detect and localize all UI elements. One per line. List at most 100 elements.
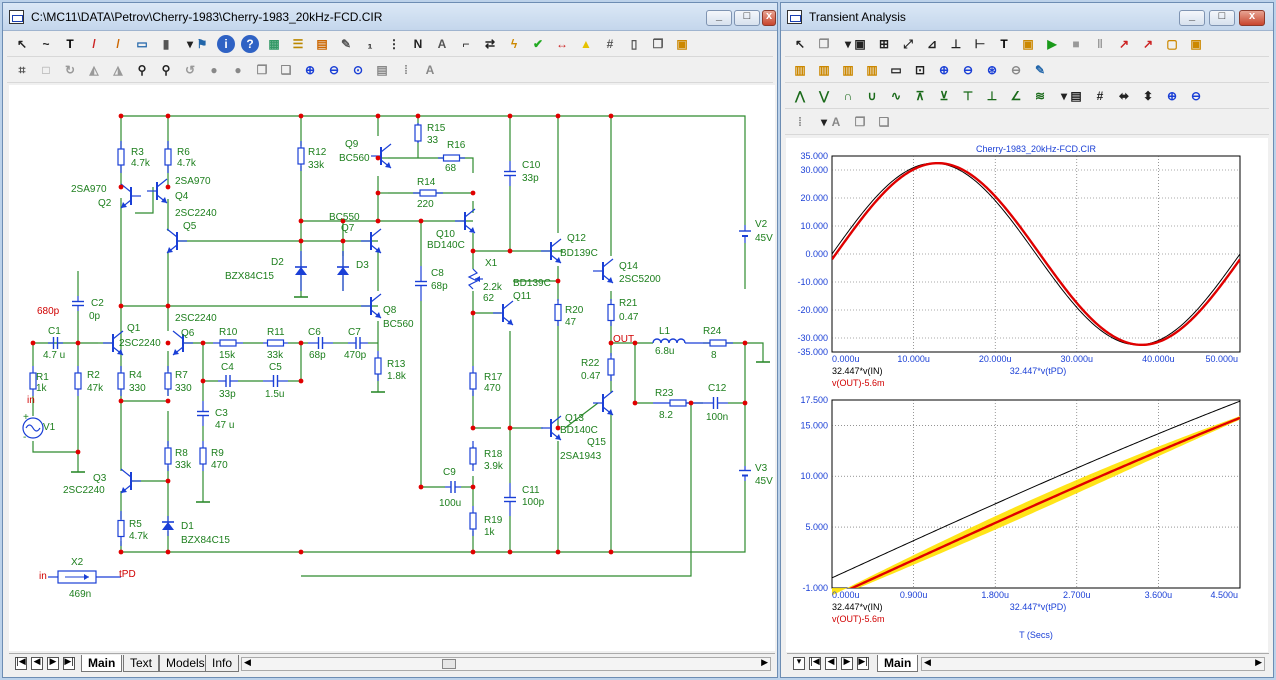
text-button[interactable]: T (61, 35, 79, 53)
close-button[interactable]: x (1239, 10, 1265, 26)
table-button[interactable]: ▤ (313, 35, 331, 53)
transistor-q3[interactable] (120, 468, 141, 494)
resistor-r2[interactable] (74, 366, 82, 396)
diode-d3[interactable] (337, 251, 349, 291)
fit-width-button[interactable]: ⬌ (1115, 87, 1133, 105)
resistor-r19[interactable] (469, 506, 477, 536)
scroll-thumb[interactable] (442, 659, 456, 669)
vscroll-button[interactable]: ⊡ (911, 61, 929, 79)
transistor-q11[interactable] (493, 300, 514, 326)
last-page-button[interactable]: ▶| (857, 656, 869, 670)
help-button[interactable]: ? (241, 35, 259, 53)
page2-button[interactable]: ▥ (815, 61, 833, 79)
number-button[interactable]: # (1091, 87, 1109, 105)
delay-block-x2[interactable] (48, 570, 121, 584)
transistor-q7[interactable] (361, 228, 382, 254)
stop-circle-button[interactable]: ● (229, 61, 247, 79)
first-page-button[interactable]: |◀ (809, 656, 821, 670)
transistor-q8[interactable] (361, 293, 382, 319)
copy-page-button[interactable]: ❐ (649, 35, 667, 53)
line-pen-button[interactable]: / (85, 35, 103, 53)
step-button[interactable]: ↗ (1139, 35, 1157, 53)
list-button[interactable]: ☰ (289, 35, 307, 53)
scroll-left-arrow[interactable]: ◀ (924, 657, 931, 667)
resistor-r23[interactable] (653, 399, 703, 407)
arrows-button[interactable]: ⇄ (481, 35, 499, 53)
resistor-r20[interactable] (554, 299, 562, 326)
capacitor-c3[interactable] (197, 401, 209, 426)
copy-button[interactable]: ❐ (815, 35, 833, 53)
bend-button[interactable]: ⌐ (457, 35, 475, 53)
run-button[interactable]: ▶ (1043, 35, 1061, 53)
transistor-q2[interactable] (120, 183, 141, 209)
transistor-q14[interactable] (593, 258, 614, 284)
next-page-button[interactable]: ▶ (47, 656, 59, 670)
resistor-r6[interactable] (164, 141, 172, 173)
node-names-button[interactable]: N (409, 35, 427, 53)
prev-page-button[interactable]: ◀ (825, 656, 837, 670)
zoom-out-button[interactable]: ⊖ (959, 61, 977, 79)
copy-data-button[interactable]: ≋ (1031, 87, 1049, 105)
transistor-q10[interactable] (455, 208, 476, 234)
info-circle-button[interactable]: ● (205, 61, 223, 79)
resistor-r3[interactable] (117, 141, 125, 173)
inductor-l1[interactable] (652, 338, 703, 344)
resistor-r8[interactable] (164, 441, 172, 471)
rotate-button[interactable]: ↻ (61, 61, 79, 79)
schematic-hscrollbar[interactable]: ◀ ▶ (241, 657, 771, 671)
find-next-button[interactable]: ⚲ (157, 61, 175, 79)
dropdown-button[interactable]: ▾ (839, 35, 857, 53)
values-button[interactable]: ▤ (1067, 87, 1085, 105)
inflection-button[interactable]: ∿ (887, 87, 905, 105)
schematic-drawing[interactable]: R34.7kR64.7k2SA970Q22SA970Q42SC2240Q5R12… (9, 85, 775, 651)
diode-d1[interactable] (162, 516, 174, 536)
transient-hscrollbar[interactable]: ◀ ▶ (921, 657, 1265, 671)
box-button[interactable]: □ (37, 61, 55, 79)
transistor-q15[interactable] (593, 390, 614, 416)
find-button[interactable]: ⚲ (133, 61, 151, 79)
scale-button[interactable]: ▣ (851, 35, 869, 53)
resistor-r11[interactable] (263, 339, 288, 347)
refresh-button[interactable]: ↺ (181, 61, 199, 79)
page-button[interactable]: ▯ (625, 35, 643, 53)
check-button[interactable]: ✔ (529, 35, 547, 53)
transistor-q4[interactable] (147, 178, 168, 204)
next-peak-button[interactable]: ⋀ (791, 87, 809, 105)
grid-button[interactable]: ▦ (265, 35, 283, 53)
tab-main[interactable]: Main (877, 655, 919, 672)
resistor-r10[interactable] (213, 339, 243, 347)
plot-1[interactable] (831, 155, 1241, 353)
dropdown-button[interactable]: ▾ (1055, 87, 1073, 105)
zoom-reset-button[interactable]: ⊖ (1007, 61, 1025, 79)
copy-button[interactable]: ❐ (851, 113, 869, 131)
zoom-fit-button[interactable]: ⊙ (349, 61, 367, 79)
zoom-box-button[interactable]: ⊞ (875, 35, 893, 53)
capacitor-c4[interactable] (218, 375, 238, 387)
go-button[interactable]: ↗ (1115, 35, 1133, 53)
resistor-r14[interactable] (413, 189, 443, 197)
swap-button[interactable]: ↔ (553, 35, 571, 53)
transistor-q13[interactable] (541, 415, 562, 441)
select-arrow-button[interactable]: ↖ (791, 35, 809, 53)
grid-hash-button[interactable]: # (601, 35, 619, 53)
tab-models[interactable]: Models (159, 655, 212, 672)
low-button[interactable]: ∪ (863, 87, 881, 105)
capacitor-c2[interactable] (72, 296, 84, 311)
mirror-button[interactable]: ◭ (85, 61, 103, 79)
tab-main[interactable]: Main (81, 655, 123, 672)
lightning-button[interactable]: ϟ (505, 35, 523, 53)
node-numbers-button[interactable]: ₁ (361, 35, 379, 53)
dropdown-button[interactable]: ▾ (181, 35, 199, 53)
resistor-r24[interactable] (703, 339, 733, 347)
capacitor-c5[interactable] (263, 375, 288, 387)
maximize-button[interactable]: □ (734, 10, 760, 26)
schematic-titlebar[interactable]: C:\MC11\DATA\Petrov\Cherry-1983\Cherry-1… (3, 3, 777, 31)
schematic-window[interactable]: C:\MC11\DATA\Petrov\Cherry-1983\Cherry-1… (2, 2, 778, 678)
diode-d2[interactable] (295, 251, 307, 291)
transistor-q6[interactable] (172, 330, 193, 356)
prev-page-button[interactable]: ◀ (31, 656, 43, 670)
pin-button[interactable]: ⋮ (385, 35, 403, 53)
source-v2[interactable] (739, 225, 751, 243)
capacitor-c1[interactable] (48, 337, 63, 349)
bottom-button[interactable]: ⊥ (983, 87, 1001, 105)
